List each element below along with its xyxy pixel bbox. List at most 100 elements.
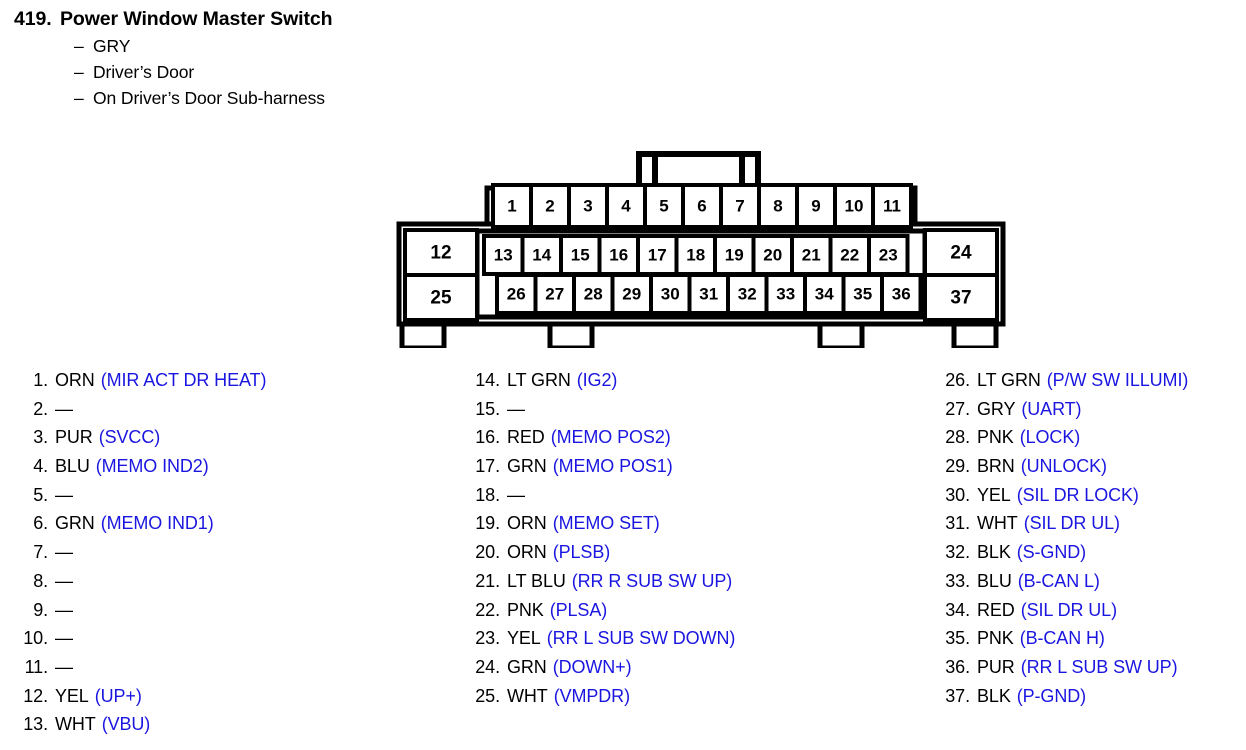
pin-number: 15.: [475, 398, 500, 419]
pin-entry: 30.YEL(SIL DR LOCK): [934, 485, 1246, 514]
pin-wire-color: —: [55, 570, 73, 591]
pin-signal-name: (DOWN+): [552, 656, 632, 677]
pin-entry: 24.GRN(DOWN+): [464, 657, 924, 686]
pin-list-column-3: 26.LT GRN(P/W SW ILLUMI)27.GRY(UART)28.P…: [934, 370, 1246, 714]
detail-line-color: – GRY: [14, 36, 714, 57]
pin-wire-color: ORN: [507, 513, 547, 534]
pin-wire-color: GRN: [55, 513, 95, 534]
pin-signal-name: (UP+): [94, 685, 142, 706]
pin-signal-name: (MEMO POS2): [550, 427, 671, 448]
connector-pin-label-10: 10: [845, 196, 864, 215]
pin-wire-color: —: [55, 599, 73, 620]
connector-pin-label-34: 34: [815, 284, 834, 303]
pin-signal-name: (UART): [1021, 398, 1082, 419]
pin-entry: 22.PNK(PLSA): [464, 600, 924, 629]
pin-number: 31.: [945, 513, 970, 534]
connector-pin-label-30: 30: [661, 284, 680, 303]
connector-pin-label-2: 2: [545, 196, 554, 215]
pin-signal-name: (VMPDR): [553, 685, 630, 706]
connector-pin-label-1: 1: [507, 196, 516, 215]
pin-entry: 2. —: [12, 399, 452, 428]
connector-pin-10: [833, 183, 875, 229]
pin-signal-name: (MIR ACT DR HEAT): [100, 370, 267, 390]
connector-pin-label-28: 28: [584, 284, 603, 303]
pin-wire-color: ORN: [507, 542, 547, 563]
pin-number: 5.: [33, 484, 48, 505]
detail-line-location: – Driver’s Door: [14, 62, 714, 83]
pin-signal-name: (MEMO IND1): [100, 513, 214, 534]
pin-wire-color: —: [55, 628, 73, 649]
pin-number: 28.: [945, 427, 970, 448]
pin-number: 2.: [33, 398, 48, 419]
pin-entry: 8.—: [12, 571, 452, 600]
pin-entry: 10. —: [12, 628, 452, 657]
detail-harness: On Driver’s Door Sub-harness: [93, 88, 325, 108]
pin-entry: 20. ORN(PLSB): [464, 542, 924, 571]
pin-number: 17.: [475, 456, 500, 477]
pin-entry: 33.BLU(B-CAN L): [934, 571, 1246, 600]
dash-glyph: –: [74, 88, 84, 108]
pin-signal-name: (MEMO IND2): [95, 456, 209, 477]
pin-signal-name: (PLSB): [552, 542, 611, 563]
connector-pin-label-15: 15: [571, 245, 590, 264]
connector-pin-31: [687, 273, 730, 315]
pin-entry: 27. GRY(UART): [934, 399, 1246, 428]
pin-number: 29.: [945, 456, 970, 477]
pin-signal-name: (PLSA): [549, 599, 608, 620]
mounting-tab: [547, 321, 595, 348]
pin-number: 11.: [24, 656, 48, 677]
pin-number: 26.: [945, 370, 970, 390]
pin-entry: 19.ORN(MEMO SET): [464, 513, 924, 542]
pin-number: 20.: [475, 542, 500, 563]
pin-number: 27.: [945, 398, 970, 419]
pin-entry: 34.RED(SIL DR UL): [934, 600, 1246, 629]
pin-number: 22.: [475, 599, 500, 620]
pin-wire-color: YEL: [507, 628, 541, 649]
pin-number: 23.: [475, 628, 500, 649]
pin-signal-name: (MEMO SET): [552, 513, 660, 534]
connector-pin-label-12: 12: [430, 243, 451, 264]
connector-pin-37: [923, 273, 999, 322]
pin-wire-color: RED: [507, 427, 545, 448]
pin-number: 14.: [475, 370, 500, 390]
page-title: 419. Power Window Master Switch: [14, 8, 714, 31]
pin-signal-name: (SIL DR UL): [1020, 599, 1117, 620]
pin-signal-name: (IG2): [576, 370, 618, 390]
connector-pin-label-9: 9: [811, 196, 820, 215]
connector-pin-label-18: 18: [686, 245, 705, 264]
pin-wire-color: GRY: [977, 398, 1016, 419]
detail-location: Driver’s Door: [93, 62, 195, 82]
pin-wire-color: YEL: [977, 484, 1011, 505]
connector-pin-label-17: 17: [648, 245, 667, 264]
connector-pin-25: [403, 273, 479, 322]
connector-pin-label-32: 32: [738, 284, 757, 303]
pin-signal-name: (VBU): [101, 714, 151, 735]
pin-entry: 31.WHT(SIL DR UL): [934, 513, 1246, 542]
pin-entry: 5.—: [12, 485, 452, 514]
pin-number: 10.: [23, 628, 48, 649]
pin-entry: 25.WHT(VMPDR): [464, 686, 924, 715]
pin-list-column-1: 1.ORN(MIR ACT DR HEAT)2.—3.PUR(SVCC)4.BL…: [12, 370, 452, 743]
connector-pin-label-11: 11: [883, 196, 901, 215]
pin-entry: 21.LT BLU(RR R SUB SW UP): [464, 571, 924, 600]
pin-signal-name: (B-CAN H): [1019, 628, 1105, 649]
pin-wire-color: BLU: [55, 456, 90, 477]
pin-wire-color: PUR: [977, 656, 1015, 677]
pin-entry: 4. BLU(MEMO IND2): [12, 456, 452, 485]
pin-number: 16.: [475, 427, 500, 448]
pin-wire-color: —: [55, 398, 73, 419]
pin-signal-name: (LOCK): [1019, 427, 1081, 448]
connector-pin-11: [871, 183, 913, 229]
pin-number: 4.: [33, 456, 48, 477]
connector-pin-label-16: 16: [609, 245, 628, 264]
connector-pin-3: [567, 183, 609, 229]
pin-number: 1.: [33, 370, 48, 390]
pin-number: 21.: [475, 570, 500, 591]
page-title-number: 419.: [14, 8, 52, 30]
pin-entry: 11.—: [12, 657, 452, 686]
pin-entry: 36.PUR(RR L SUB SW UP): [934, 657, 1246, 686]
connector-pin-35: [841, 273, 884, 315]
pin-wire-color: WHT: [55, 714, 96, 735]
pin-number: 24.: [475, 656, 500, 677]
